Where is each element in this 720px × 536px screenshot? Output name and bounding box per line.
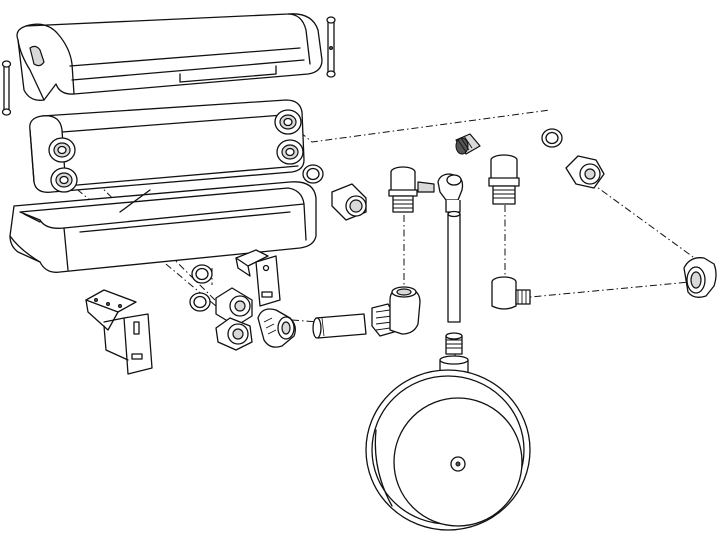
fixing-clips (1, 16, 336, 116)
elbow-lower (257, 308, 296, 348)
port-top-right (274, 109, 302, 135)
right-lower-fitting (491, 276, 531, 310)
expansion-vessel (365, 355, 531, 531)
ring-1 (302, 164, 324, 184)
port-top-left (48, 137, 76, 163)
clip-left (1, 60, 12, 116)
union-nut-right (565, 155, 605, 189)
center-elbow-fitting (389, 286, 421, 335)
air-vent-valve (455, 133, 481, 155)
elbow-right (683, 257, 717, 298)
valve-tee (437, 173, 464, 213)
clip-top-right (326, 16, 336, 78)
lower-insulation-shell (9, 181, 317, 273)
ring-4 (541, 128, 563, 148)
mounting-bracket-small (235, 249, 281, 307)
ring-3 (189, 292, 211, 312)
wall-mounting-bracket (85, 289, 153, 375)
sealing-rings (189, 128, 563, 312)
connection-pipe (312, 303, 395, 339)
union-lower-1 (215, 287, 253, 327)
port-bottom-right (276, 139, 304, 165)
upper-insulation-shell (16, 13, 323, 101)
union-nut-upper (331, 183, 367, 221)
right-union (488, 154, 520, 205)
union-lower-2 (215, 317, 253, 351)
vertical-pipe (445, 210, 463, 355)
port-bottom-left (50, 167, 78, 193)
pipe-unions-and-elbows (215, 287, 296, 351)
ring-2 (191, 264, 213, 284)
center-union (388, 166, 435, 213)
plate-heat-exchanger (29, 99, 305, 193)
